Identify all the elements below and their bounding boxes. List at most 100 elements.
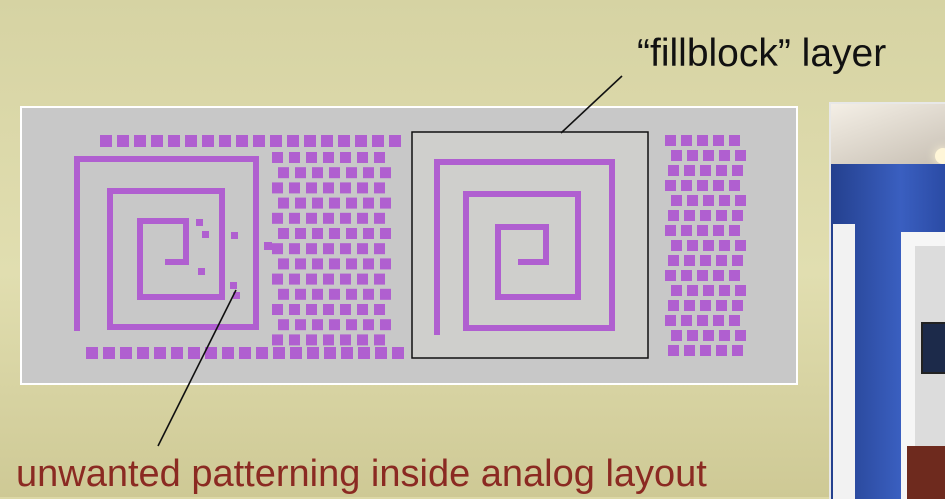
fill-square: [329, 258, 340, 270]
fill-square: [687, 195, 698, 206]
fill-square: [716, 300, 727, 311]
fill-square: [668, 165, 679, 176]
fill-square: [323, 243, 334, 255]
fill-square: [272, 152, 283, 163]
fill-square: [697, 225, 708, 236]
fill-square: [687, 240, 698, 251]
fill-square: [295, 197, 306, 209]
dummy-fill-pattern: [86, 135, 746, 359]
fill-square: [340, 243, 351, 255]
fill-square: [306, 304, 317, 315]
fill-square: [716, 255, 727, 266]
fill-square: [363, 228, 374, 239]
webcam-feed-icon: [829, 102, 945, 499]
fill-square: [374, 334, 385, 346]
fill-square: [735, 330, 746, 341]
fill-square: [357, 212, 368, 224]
fill-square: [729, 180, 740, 191]
fill-square: [671, 150, 682, 161]
fill-square: [137, 347, 149, 359]
fill-square: [338, 135, 350, 147]
fill-square: [665, 180, 676, 191]
spiral-inductor-icon: [434, 159, 615, 335]
fill-square: [665, 315, 676, 326]
fill-square: [278, 228, 289, 239]
fill-square: [289, 243, 300, 255]
fill-square: [168, 135, 180, 147]
fill-square: [185, 135, 197, 147]
fill-square: [289, 182, 300, 194]
fill-square: [340, 182, 351, 194]
layout-panel: [20, 106, 798, 385]
fill-square: [290, 347, 302, 359]
fill-square: [272, 334, 283, 346]
fill-square: [272, 212, 283, 224]
fill-square: [289, 304, 300, 315]
fill-square: [295, 228, 306, 239]
fill-square: [697, 180, 708, 191]
fill-square: [374, 243, 385, 255]
fill-square: [684, 300, 695, 311]
fill-square: [289, 152, 300, 163]
fill-square: [329, 288, 340, 300]
fill-square: [202, 135, 214, 147]
fill-square: [700, 300, 711, 311]
fill-square: [357, 304, 368, 315]
fill-square: [312, 167, 323, 179]
fill-square: [323, 182, 334, 194]
fill-square: [732, 345, 743, 356]
fill-square: [668, 300, 679, 311]
fill-square: [357, 334, 368, 346]
fill-square: [256, 347, 268, 359]
fill-square: [375, 347, 387, 359]
unwanted-fill-squares: [196, 219, 240, 299]
fill-square: [363, 197, 374, 209]
fill-square: [295, 258, 306, 270]
unwanted-fill-square: [202, 231, 209, 238]
fill-square: [295, 288, 306, 300]
fill-square: [732, 300, 743, 311]
fill-square: [389, 135, 401, 147]
fill-square: [671, 240, 682, 251]
fill-square: [329, 228, 340, 239]
fill-square: [697, 315, 708, 326]
fill-square: [719, 285, 730, 296]
fill-square: [713, 180, 724, 191]
fill-square: [700, 345, 711, 356]
fill-square: [312, 288, 323, 300]
fill-square: [278, 167, 289, 179]
fill-square: [289, 212, 300, 224]
fill-square: [306, 182, 317, 194]
fill-square: [324, 347, 336, 359]
fill-square: [323, 334, 334, 346]
fill-square: [713, 225, 724, 236]
fill-square: [312, 258, 323, 270]
fill-square: [374, 304, 385, 315]
fill-square: [222, 347, 234, 359]
fill-square: [713, 315, 724, 326]
fill-square: [380, 258, 391, 270]
fill-square: [732, 210, 743, 221]
fill-square: [363, 167, 374, 179]
fill-square: [665, 225, 676, 236]
fill-square: [323, 273, 334, 285]
fill-square: [312, 197, 323, 209]
fill-square: [312, 228, 323, 239]
fill-square: [684, 255, 695, 266]
fill-square: [671, 285, 682, 296]
fill-square: [380, 197, 391, 209]
fill-square: [681, 225, 692, 236]
fill-square: [273, 347, 285, 359]
fill-square: [729, 225, 740, 236]
fill-square: [295, 167, 306, 179]
fill-square: [289, 334, 300, 346]
fill-square: [253, 135, 265, 147]
fill-square: [306, 152, 317, 163]
fill-square: [687, 150, 698, 161]
fill-square: [289, 273, 300, 285]
fill-square: [120, 347, 132, 359]
webcam-floor-object: [907, 446, 945, 499]
fill-square: [684, 345, 695, 356]
right-spiral-trace: [434, 159, 615, 335]
fill-square: [171, 347, 183, 359]
